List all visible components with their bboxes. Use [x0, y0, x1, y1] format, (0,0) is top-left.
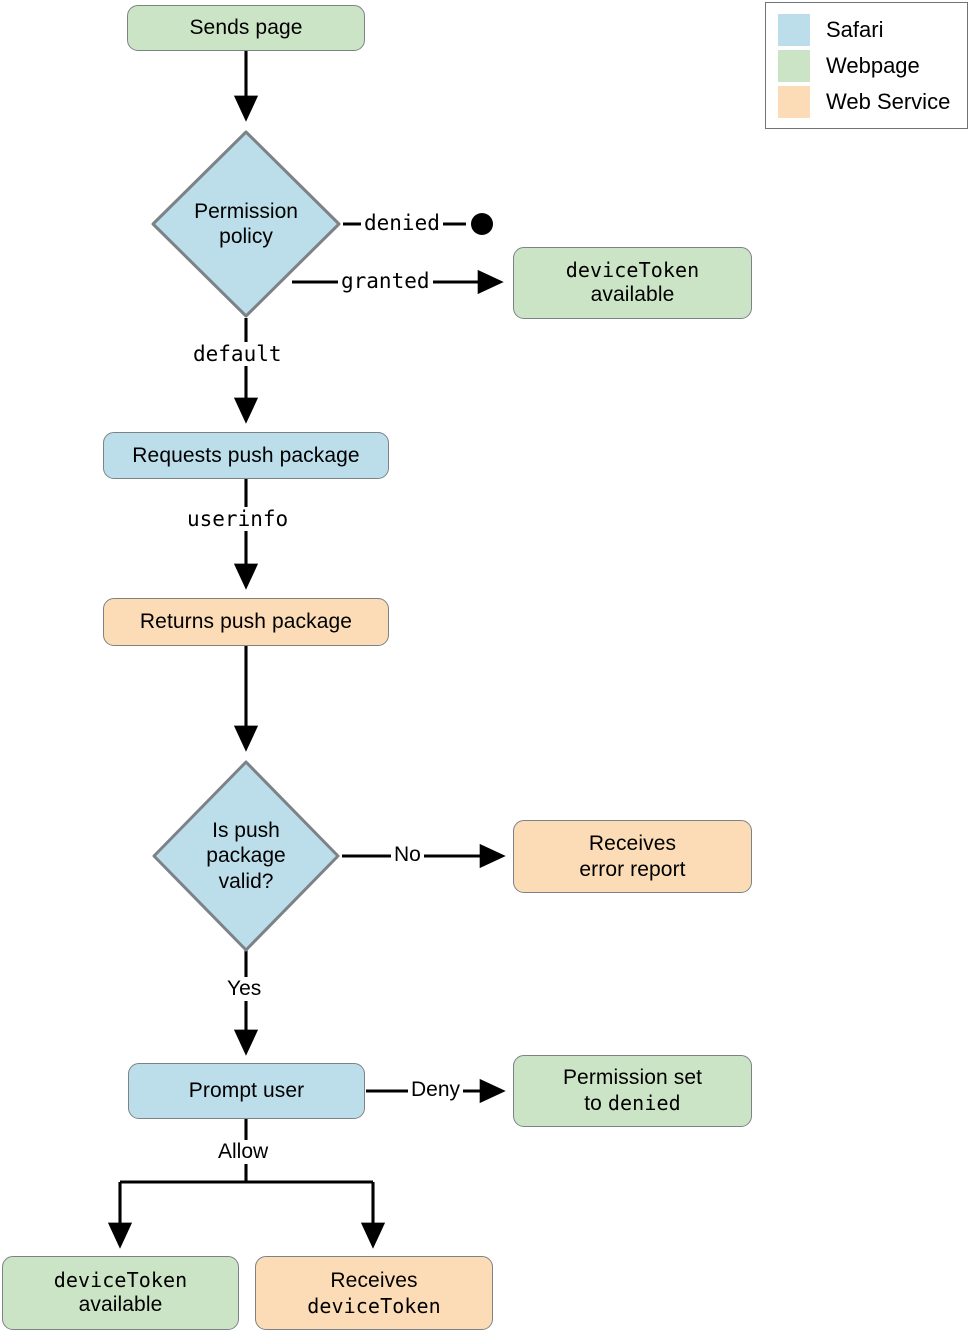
node-permission-set-denied-line2: to denied — [584, 1091, 681, 1117]
edge-label-granted: granted — [338, 269, 433, 293]
edge-label-yes: Yes — [224, 977, 265, 1001]
legend-label-webpage: Webpage — [826, 53, 920, 78]
node-permission-policy-line1: Permission — [194, 199, 298, 223]
legend-swatch-webpage — [778, 50, 810, 82]
node-receives-device-token-plain: Receives — [330, 1269, 418, 1292]
node-device-token-available-bottom[interactable]: deviceToken available — [2, 1256, 239, 1330]
edge-label-allow: Allow — [215, 1140, 272, 1164]
diamond-shape — [152, 760, 340, 952]
legend-label-web-service: Web Service — [826, 89, 951, 114]
node-valid-line2: package — [206, 844, 286, 868]
node-permission-set-denied-prefix: to — [584, 1092, 608, 1115]
edge-label-no: No — [391, 843, 424, 867]
legend-swatch-web-service — [778, 86, 810, 118]
legend-item-web-service: Web Service — [778, 84, 953, 120]
node-receives-error-report[interactable]: Receives error report — [513, 820, 752, 893]
node-permission-set-denied-code: denied — [607, 1091, 681, 1115]
legend-swatch-safari — [778, 14, 810, 46]
node-returns-push-package-label: Returns push package — [139, 610, 353, 634]
node-valid-line1: Is push — [212, 819, 280, 843]
node-device-token-available-top-code: deviceToken — [565, 258, 700, 282]
node-receives-error-report-line1: Receives — [588, 831, 677, 855]
node-permission-policy[interactable]: Permission policy — [149, 128, 343, 320]
node-prompt-user-label: Prompt user — [188, 1079, 305, 1103]
node-device-token-available-top-plain: available — [590, 283, 675, 307]
node-receives-device-token[interactable]: Receives deviceToken — [255, 1256, 493, 1330]
node-receives-error-report-line2: error report — [579, 857, 686, 881]
node-valid-line3: valid? — [218, 869, 274, 893]
legend: Safari Webpage Web Service — [765, 2, 968, 129]
node-requests-push-package-label: Requests push package — [132, 443, 360, 467]
node-permission-policy-line2: policy — [219, 225, 273, 248]
edge-label-denied: denied — [361, 211, 443, 235]
node-permission-policy-label: Permission policy — [194, 199, 298, 249]
diamond-shape — [151, 130, 341, 318]
node-device-token-available-bottom-code: deviceToken — [53, 1268, 188, 1292]
edge-label-default: default — [190, 342, 285, 366]
legend-label-safari: Safari — [826, 17, 884, 42]
node-permission-set-denied-line1: Permission set — [562, 1066, 703, 1090]
node-device-token-available-top[interactable]: deviceToken available — [513, 247, 752, 319]
legend-item-safari: Safari — [778, 12, 953, 48]
legend-item-webpage: Webpage — [778, 48, 953, 84]
terminator-dot — [471, 213, 493, 235]
node-requests-push-package[interactable]: Requests push package — [103, 432, 389, 479]
node-receives-device-token-code: deviceToken — [307, 1293, 441, 1318]
node-is-push-package-valid-label: Is push package valid? — [206, 818, 285, 894]
node-device-token-available-bottom-plain: available — [78, 1293, 163, 1317]
edge-label-userinfo: userinfo — [184, 507, 292, 531]
node-prompt-user[interactable]: Prompt user — [128, 1063, 365, 1119]
node-sends-page[interactable]: Sends page — [127, 5, 365, 51]
node-sends-page-label: Sends page — [189, 16, 303, 40]
node-is-push-package-valid[interactable]: Is push package valid? — [150, 758, 342, 954]
edge-label-deny: Deny — [408, 1078, 464, 1102]
node-permission-set-denied[interactable]: Permission set to denied — [513, 1055, 752, 1127]
node-returns-push-package[interactable]: Returns push package — [103, 598, 389, 646]
